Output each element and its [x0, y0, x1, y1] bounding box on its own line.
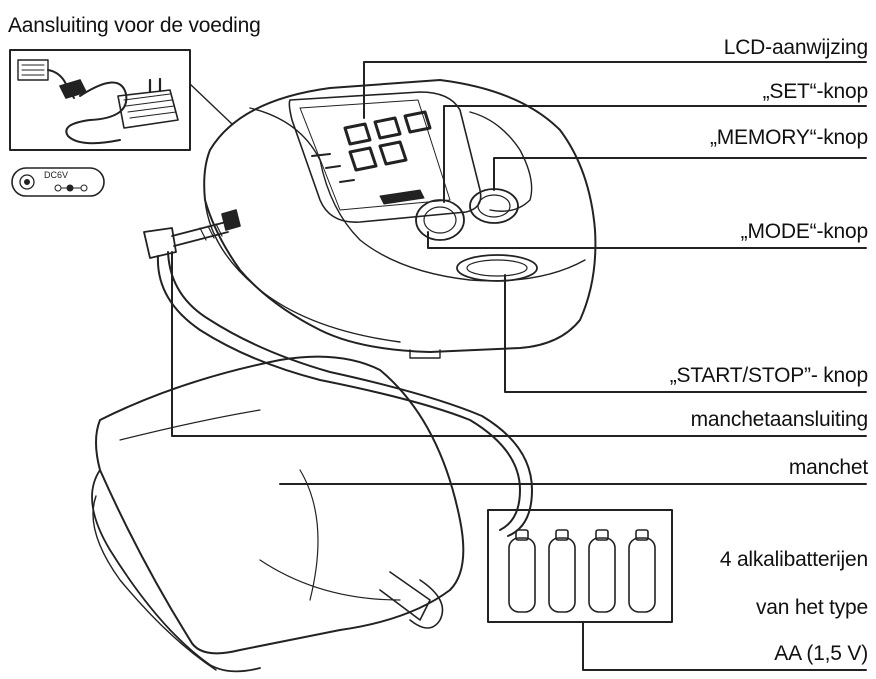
cuff-connector-plug — [143, 227, 177, 259]
inset-leader-line — [189, 83, 233, 125]
battery-4 — [628, 537, 656, 613]
lcd-screen — [288, 91, 482, 223]
power-connection-label: Aansluiting voor de voeding — [8, 14, 261, 37]
cuff-label: manchet — [788, 456, 868, 479]
battery-3 — [588, 537, 616, 613]
monitor-body — [203, 79, 597, 359]
battery-compartment — [487, 509, 673, 623]
set-mode-button — [415, 199, 465, 241]
battery-label-line1: 4 alkalibatterijen — [719, 548, 868, 571]
power-inset-frame — [9, 49, 191, 151]
leader-lcd — [363, 61, 867, 119]
dc-polarity-badge — [11, 167, 105, 197]
start-stop-button-label: „START/STOP”- knop — [669, 364, 868, 387]
cuff-hose-loop — [379, 571, 431, 621]
cuff — [91, 355, 465, 673]
cuff-connector-label: manchetaansluiting — [690, 408, 869, 431]
battery-2 — [548, 537, 576, 613]
leader-cuff-connector — [171, 251, 867, 437]
power-adapter-inset — [9, 49, 191, 151]
mode-button-label: „MODE“-knop — [740, 220, 869, 243]
adapter-cable — [65, 81, 128, 145]
leader-batteries — [582, 621, 867, 671]
battery-label-line3: AA (1,5 V) — [774, 642, 868, 665]
lcd-display-label: LCD-aanwijzing — [723, 36, 868, 59]
battery-label-line2: van het type — [755, 596, 868, 619]
leader-set — [443, 105, 867, 203]
cuff-connector-and-tube — [143, 221, 533, 537]
leader-mode — [427, 231, 867, 249]
power-symbol-icon — [19, 174, 35, 190]
dc-voltage-label: DC6V — [44, 170, 69, 180]
set-button-label: „SET“-knop — [762, 80, 869, 103]
callout-leaders — [171, 61, 867, 671]
socket-outline — [17, 59, 49, 81]
memory-button-label: „MEMORY“-knop — [709, 126, 868, 149]
leader-memory — [493, 157, 867, 191]
start-stop-button — [456, 254, 538, 282]
lcd-digits — [343, 110, 432, 172]
battery-1 — [508, 537, 536, 613]
adapter-body — [117, 89, 179, 129]
leader-start-stop — [504, 274, 867, 393]
cuff-socket — [221, 209, 241, 231]
adapter-prongs — [148, 77, 162, 94]
